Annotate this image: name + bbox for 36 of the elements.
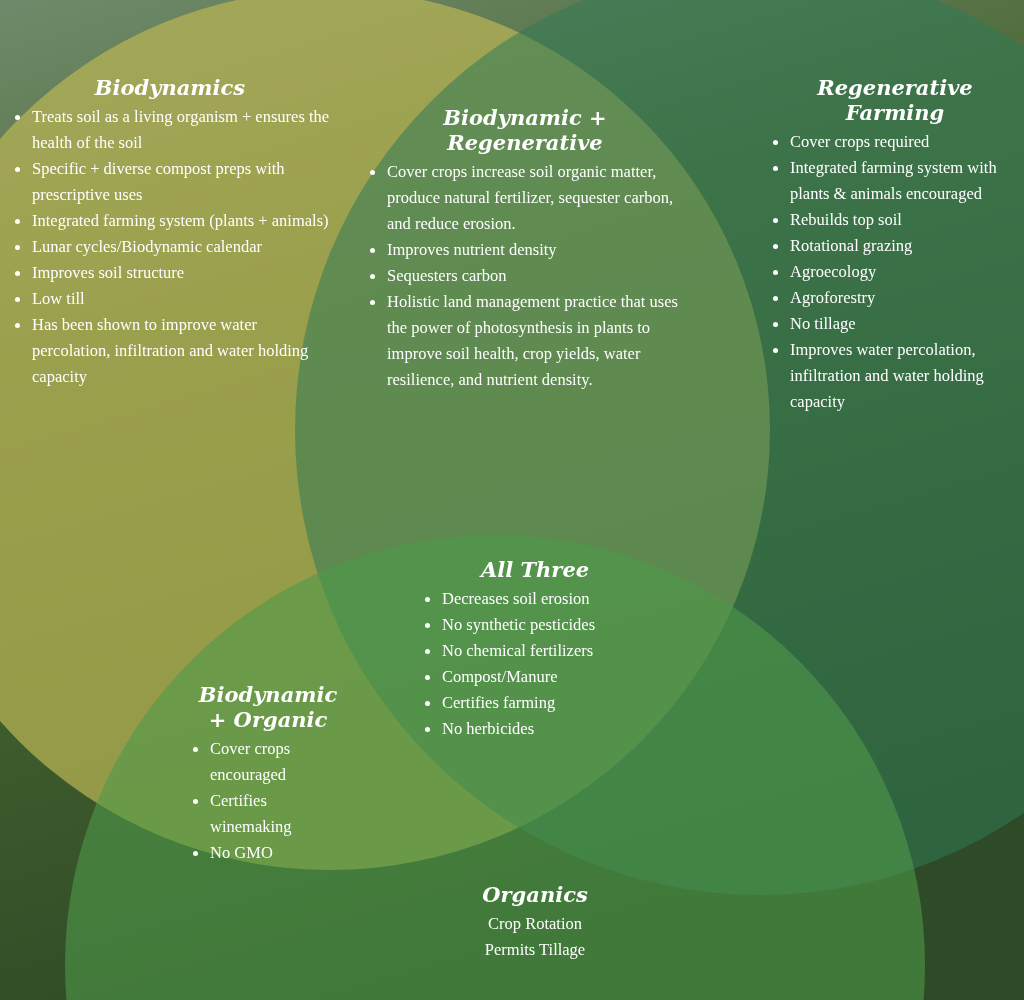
- bullet-item: Certifies farming: [420, 690, 650, 716]
- region-title: Biodynamics: [93, 75, 247, 100]
- bullet-item: Rebuilds top soil: [768, 207, 1022, 233]
- bullet-item: No GMO: [188, 840, 348, 866]
- bullet-item: Agroforestry: [768, 285, 1022, 311]
- bullet-item: Decreases soil erosion: [420, 586, 650, 612]
- bullet-item: Integrated farming system with plants & animals encouraged: [768, 155, 1022, 207]
- bullet-item: Low till: [10, 286, 330, 312]
- bullet-item: Improves water percolation, infiltration and water holding capacity: [768, 337, 1022, 415]
- bullet-item: Cover crops required: [768, 129, 1022, 155]
- bullet-item: Improves nutrient density: [365, 237, 685, 263]
- region-title: Biodynamic + Regenerative: [442, 105, 608, 155]
- bullet-item: No tillage: [768, 311, 1022, 337]
- bullet-item: Certifies winemaking: [188, 788, 348, 840]
- bullet-item: Agroecology: [768, 259, 1022, 285]
- bullet-item: No chemical fertilizers: [420, 638, 650, 664]
- bullet-item: Improves soil structure: [10, 260, 330, 286]
- bullet-item: Has been shown to improve water percolation, infiltration and water holding capacity: [10, 312, 330, 390]
- region-title: Biodynamic + Organic: [197, 682, 339, 732]
- bullet-item: Compost/Manure: [420, 664, 650, 690]
- bullet-item: Holistic land management practice that uses the power of photosynthesis in plants to improve soil health, crop yields, water resilience, and nutrient density.: [365, 289, 685, 393]
- bullet-item: Lunar cycles/Biodynamic calendar: [10, 234, 330, 260]
- region-title: Organics: [481, 882, 589, 907]
- bullet-item: Rotational grazing: [768, 233, 1022, 259]
- bullet-item: Specific + diverse compost preps with prescriptive uses: [10, 156, 330, 208]
- region-title: All Three: [478, 557, 591, 582]
- list-text: Permits Tillage: [483, 939, 587, 961]
- bullet-item: No synthetic pesticides: [420, 612, 650, 638]
- region-title: Regenerative Farming: [816, 75, 974, 125]
- bullet-item: Cover crops increase soil organic matter, produce natural fertilizer, sequester carbon, and reduce erosion.: [365, 159, 685, 237]
- list-text: Crop Rotation: [487, 913, 583, 935]
- bullet-item: Treats soil as a living organism + ensures the health of the soil: [10, 104, 330, 156]
- bullet-item: Cover crops encouraged: [188, 736, 348, 788]
- bullet-item: No herbicides: [420, 716, 650, 742]
- bullet-item: Integrated farming system (plants + animals): [10, 208, 330, 234]
- bullet-item: Sequesters carbon: [365, 263, 685, 289]
